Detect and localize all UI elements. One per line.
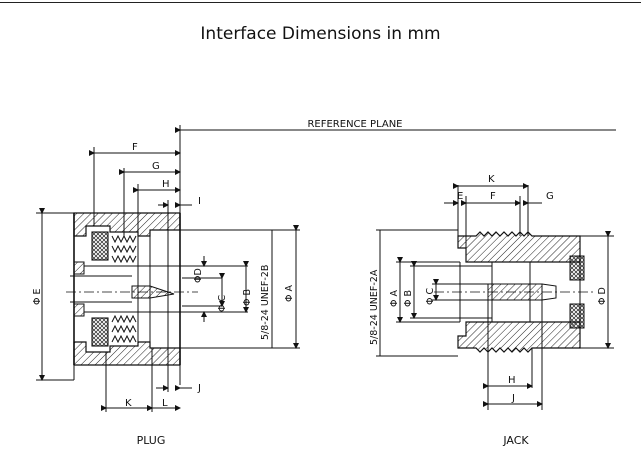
plug-dim-F: F <box>132 142 138 153</box>
plug-drawing: F G H I ΦD Φ C <box>32 142 300 447</box>
jack-dim-C: Φ C <box>425 288 436 305</box>
jack-dim-A: Φ A <box>389 290 400 307</box>
plug-dim-G: G <box>152 161 160 172</box>
jack-dim-J: J <box>511 393 515 404</box>
plug-caption: PLUG <box>137 434 166 447</box>
reference-plane-label: REFERENCE PLANE <box>307 119 402 130</box>
page-title: Interface Dimensions in mm <box>200 24 441 44</box>
plug-dim-J: J <box>197 383 201 394</box>
jack-dim-G: G <box>546 191 554 202</box>
jack-dim-H: H <box>508 375 516 386</box>
top-rule <box>0 2 641 3</box>
plug-dim-C: Φ C <box>217 295 228 312</box>
plug-dim-L: L <box>162 398 168 409</box>
jack-dim-F: F <box>490 191 496 202</box>
jack-drawing: K E F G 5/8-24 UNEF-2A <box>369 174 614 447</box>
jack-dim-D: Φ D <box>597 287 608 305</box>
plug-dim-K: K <box>125 398 132 409</box>
plug-dim-B: Φ B <box>242 289 253 306</box>
plug-dim-E: Φ E <box>32 289 43 306</box>
plug-dim-H: H <box>162 179 170 190</box>
plug-dim-A: Φ A <box>284 285 295 302</box>
plug-dim-I: I <box>198 196 201 207</box>
jack-dim-E: E <box>457 191 463 202</box>
jack-thread-label: 5/8-24 UNEF-2A <box>369 269 380 345</box>
jack-dim-K: K <box>488 174 495 185</box>
plug-dim-D: ΦD <box>193 268 204 283</box>
plug-thread-label: 5/8-24 UNEF-2B <box>260 265 271 340</box>
jack-caption: JACK <box>502 434 529 447</box>
jack-dim-B: Φ B <box>403 290 414 307</box>
